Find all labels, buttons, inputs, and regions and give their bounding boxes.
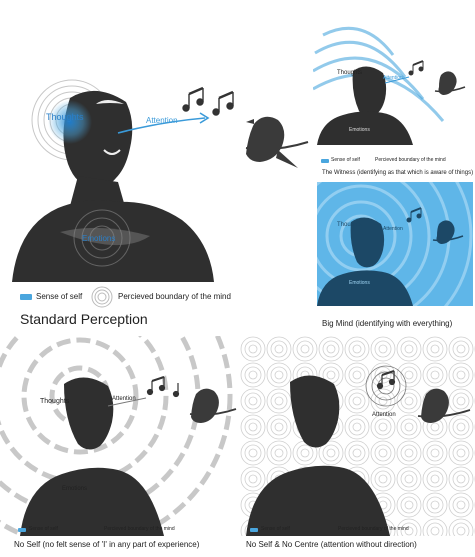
music-notes-icon — [146, 376, 180, 398]
legend-boundary-label: Percieved boundary of the mind — [375, 157, 446, 163]
legend-self-label: Sense of self — [36, 292, 83, 301]
thoughts-label: Thoughts — [337, 70, 363, 76]
emotions-label: Emotions — [349, 127, 370, 133]
noself-illustration — [0, 336, 237, 536]
thoughts-label: Thoughts — [46, 112, 84, 122]
attention-label: Attention — [146, 116, 178, 125]
sense-of-self-swatch — [321, 159, 329, 163]
attention-arrow — [117, 112, 210, 134]
person-figure — [12, 90, 214, 282]
attention-label: Attention — [383, 75, 403, 81]
thoughts-label: Thoughts — [40, 398, 70, 405]
music-notes-icon — [182, 86, 234, 116]
standard-perception-caption: Standard Perception — [20, 311, 148, 327]
witness-panel: Thoughts Attention Emotions Sense of sel… — [313, 25, 473, 177]
sense-of-self-swatch — [18, 528, 26, 532]
legend-self-label: Sense of self — [29, 526, 58, 532]
person-figure — [20, 377, 164, 536]
attention-arrow — [107, 397, 147, 407]
legend-boundary-label: Percieved boundary of the mind — [338, 526, 409, 532]
sense-of-self-swatch — [20, 294, 32, 300]
standard-perception-panel: Thoughts Attention Emotions Sense of sel… — [0, 0, 310, 335]
bird-icon — [189, 388, 237, 423]
legend-self-label: Sense of self — [261, 526, 290, 532]
attention-rings — [365, 365, 407, 407]
noself-caption: No Self (no felt sense of 'I' in any par… — [14, 540, 200, 549]
music-notes-icon — [406, 207, 422, 223]
music-notes-icon — [376, 370, 396, 390]
sense-of-self-glow — [48, 100, 92, 144]
sense-of-self-swatch — [250, 528, 258, 532]
legend-boundary-label: Percieved boundary of the mind — [104, 526, 175, 532]
person-figure — [317, 217, 413, 306]
person-figure — [246, 375, 390, 536]
thoughts-label: Thoughts — [337, 222, 363, 228]
nocentre-caption: No Self & No Centre (attention without d… — [246, 540, 417, 549]
bird-icon — [417, 388, 471, 423]
standard-illustration — [12, 79, 309, 282]
bird-icon — [434, 71, 466, 95]
attention-label: Attention — [372, 412, 396, 418]
emotions-label: Emotions — [349, 280, 370, 286]
nocentre-illustration — [240, 336, 475, 536]
emotions-label: Emotions — [82, 234, 116, 243]
bird-icon — [245, 116, 309, 168]
attention-label: Attention — [112, 396, 136, 402]
bigmind-panel: Thoughts Attention Emotions — [317, 182, 473, 306]
bigmind-caption: Big Mind (identifying with everything) — [322, 319, 453, 328]
nocentre-panel: Attention Sense of self Percieved bounda… — [240, 336, 475, 536]
attention-arrow — [384, 76, 410, 84]
witness-caption: The Witness (identifying as that which i… — [322, 170, 474, 176]
legend-self-label: Sense of self — [331, 157, 360, 163]
boundary-legend-icon — [91, 286, 113, 308]
bigmind-illustration — [317, 182, 473, 306]
witness-illustration — [313, 26, 466, 145]
person-figure — [317, 66, 413, 145]
emotions-rings — [73, 209, 131, 267]
attention-label: Attention — [383, 226, 403, 232]
emotions-label: Emotions — [62, 486, 88, 492]
music-notes-icon — [408, 60, 424, 76]
bird-icon — [432, 220, 464, 244]
legend-boundary-label: Percieved boundary of the mind — [118, 292, 231, 301]
noself-panel: Thoughts Attention Emotions Sense of sel… — [0, 336, 238, 536]
